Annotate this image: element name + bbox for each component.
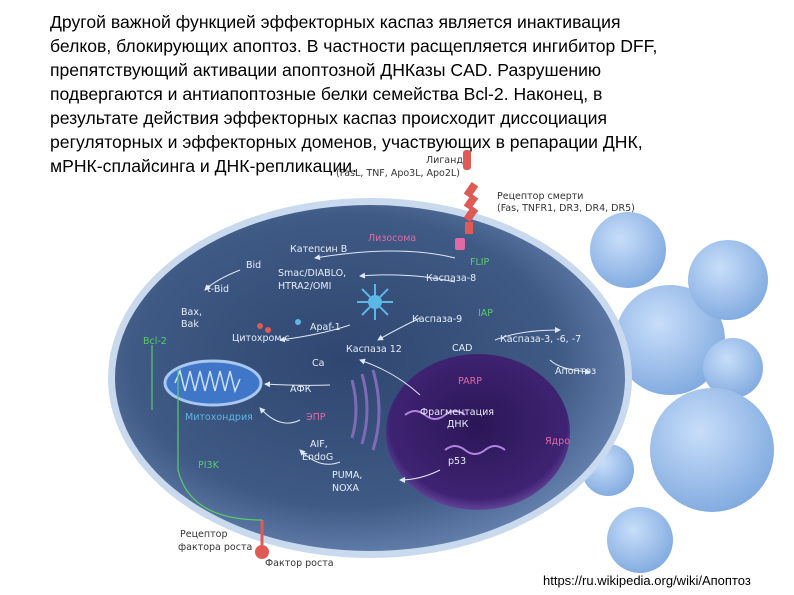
mitochondrion-shape [163, 359, 263, 407]
bid-label: Bid [246, 260, 261, 271]
dna-frag-label-2: ДНК [447, 419, 469, 430]
caspase9-label: Каспаза-9 [412, 314, 462, 325]
apoptotic-bodies [582, 212, 774, 573]
cytochrome-label: Цитохром с [232, 333, 290, 344]
caspase367-label: Каспаза-3, -6, -7 [500, 334, 581, 345]
caspase8-label: Каспаза-8 [426, 273, 476, 284]
bcl2-label: Bcl-2 [143, 336, 167, 347]
smac-label: Smac/DIABLO, [278, 268, 346, 279]
flip-label: FLIP [470, 257, 490, 268]
bax-label: Bax, [181, 307, 202, 318]
growth-factor-dot [255, 545, 269, 559]
paragraph-line: регуляторных и эффекторных доменов, учас… [50, 132, 643, 152]
growth-factor-label: Фактор роста [265, 558, 334, 569]
noxa-label: NOXA [332, 483, 359, 494]
ca-label: Ca [312, 358, 324, 369]
paragraph-line: препятствующий активации апоптозной ДНКа… [50, 60, 602, 80]
apoptosome [357, 284, 393, 320]
death-receptor-label: Рецептор смерти [497, 191, 583, 202]
cathepsin-label: Катепсин В [290, 244, 347, 255]
puma-label: PUMA, [332, 470, 362, 481]
death-receptor-sub-label: (Fas, TNFR1, DR3, DR4, DR5) [497, 203, 635, 214]
ligand-sub-label: (FasL, TNF, Apo3L, Apo2L) [336, 168, 460, 179]
dna-frag-label-1: Фрагментация [420, 407, 494, 418]
lysosome-label: Лизосома [368, 233, 416, 244]
mitochondria-label: Митохондрия [185, 412, 253, 423]
bak-label: Bak [181, 319, 199, 330]
htra-label: HTRA2/OMI [278, 281, 331, 292]
parp-label: PARP [458, 376, 482, 387]
paragraph-line: подвергаются и антиапоптозные белки семе… [50, 84, 603, 104]
paragraph-line: мРНК-сплайсинга и ДНК-репликации. [50, 156, 358, 176]
death-receptor-shape [463, 150, 479, 234]
body-paragraph: Другой важной функцией эффекторных каспа… [50, 10, 750, 178]
nucleus-label: Ядро [545, 436, 570, 447]
endog-label: EndoG [302, 452, 333, 463]
epr-label: ЭПР [306, 412, 326, 423]
afk-label: АФК [290, 384, 312, 395]
gf-receptor-label-1: Рецептор [180, 529, 227, 540]
caspase12-label: Каспаза 12 [346, 344, 402, 355]
aif-label: AIF, [310, 439, 328, 450]
paragraph-line: белков, блокирующих апоптоз. В частности… [50, 36, 658, 56]
tbid-label: t-Bid [207, 284, 229, 295]
p53-label: p53 [448, 456, 466, 467]
ligand-label: Лиганд [426, 155, 463, 166]
apoptosis-label: Апоптоз [555, 366, 596, 377]
apaf-label: Apaf-1 [310, 322, 341, 333]
source-link[interactable]: https://ru.wikipedia.org/wiki/Апоптоз [541, 573, 753, 588]
cad-label: CAD [452, 343, 472, 354]
gf-receptor-label-2: фактора роста [178, 542, 252, 553]
nucleus [386, 354, 570, 510]
pi3k-label: PI3K [198, 460, 220, 471]
paragraph-line: Другой важной функцией эффекторных каспа… [50, 12, 621, 32]
er-membranes [350, 369, 381, 451]
paragraph-line: результате действия эффекторных каспаз п… [50, 108, 608, 128]
iap-label: IAP [478, 308, 493, 319]
